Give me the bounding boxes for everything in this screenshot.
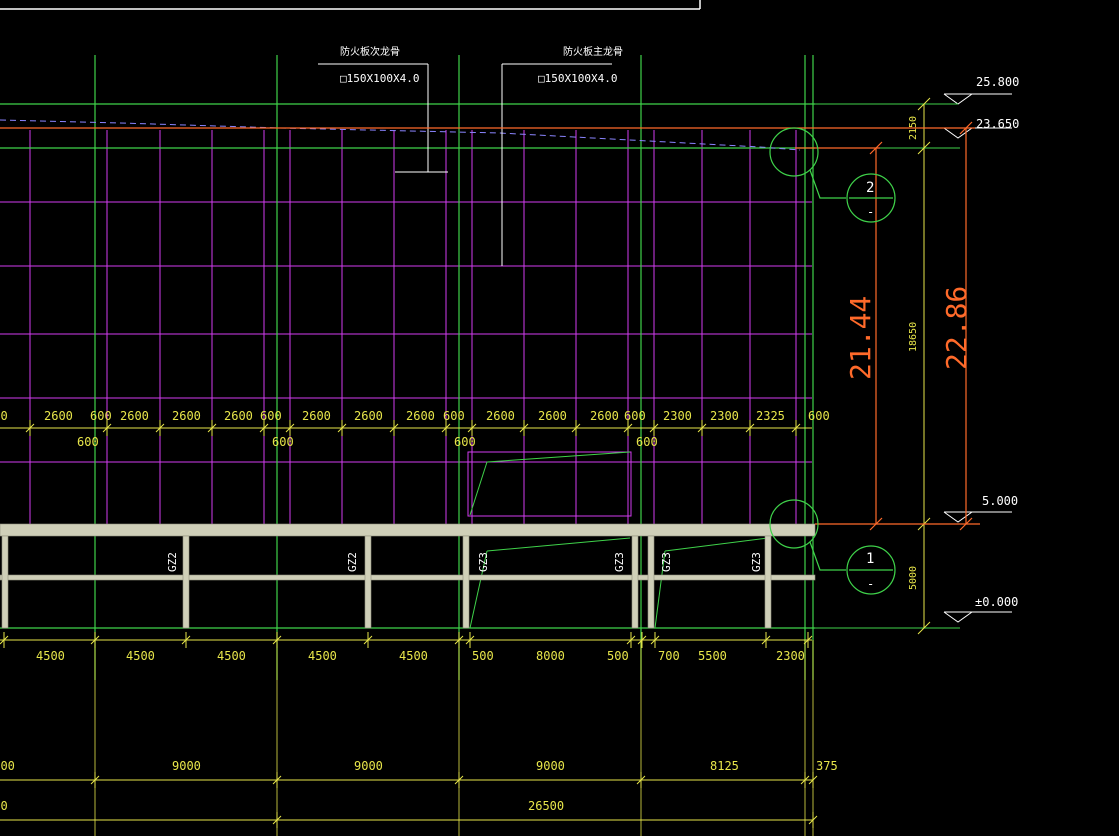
detail-number-2: 2 <box>866 180 874 196</box>
detail-sub-1: - <box>867 577 874 591</box>
column-tags: GZ2 GZ2 GZ3 GZ3 GZ3 GZ3 <box>166 552 763 572</box>
axis-grid-lines <box>0 55 815 680</box>
base-steel-frame <box>0 523 816 629</box>
dimension-label: 4500 <box>36 649 65 663</box>
panel-dim-chain: 600 2600 600 2600 2600 2600 600 2600 2600 2600 600… <box>0 409 830 436</box>
dimension-label: 500 <box>607 649 629 663</box>
dimension-label: 600 <box>90 409 112 423</box>
bay-dim-chain: 9000 9000 9000 9000 8125 375 <box>0 759 838 788</box>
dimension-label: 2300 <box>710 409 739 423</box>
dimension-label: 4500 <box>126 649 155 663</box>
dimension-label: 5500 <box>698 649 727 663</box>
total-dim-chain: 26500 000 <box>0 799 818 828</box>
dimension-label: 375 <box>816 759 838 773</box>
dimension-label: 600 <box>77 435 99 449</box>
dimension-label: 2600 <box>224 409 253 423</box>
dimension-label: 600 <box>636 435 658 449</box>
dimension-label: 2300 <box>663 409 692 423</box>
dimension-label: 4500 <box>308 649 337 663</box>
dimension-label: 2600 <box>354 409 383 423</box>
dimension-label: 2300 <box>776 649 805 663</box>
top-beam <box>0 523 816 537</box>
column-tag: GZ3 <box>750 552 763 572</box>
dimension-label: 4500 <box>399 649 428 663</box>
column-tag: GZ3 <box>613 552 626 572</box>
opening-frame <box>467 451 632 517</box>
panel-dim-lower: 600 600 600 600 <box>77 435 658 449</box>
dimension-label: 600 <box>808 409 830 423</box>
orange-measure <box>0 121 980 531</box>
detail-sub-2: - <box>867 205 874 219</box>
detail-callout-1[interactable] <box>769 499 896 595</box>
dimension-label: 000 <box>0 799 8 813</box>
dimension-chains: 600 2600 600 2600 2600 2600 600 2600 2600 2600 600… <box>0 409 838 836</box>
elevation-markers <box>943 93 1012 623</box>
dimension-label: 600 <box>454 435 476 449</box>
elevation-top: 25.800 <box>976 75 1019 89</box>
dimension-label: 2600 <box>406 409 435 423</box>
dim-bottom-gap: 5000 <box>908 566 919 590</box>
dimension-label: 9000 <box>536 759 565 773</box>
elevation-ground: ±0.000 <box>975 595 1018 609</box>
elevation-middle: 5.000 <box>982 494 1018 508</box>
dimension-label: 600 <box>443 409 465 423</box>
dimension-label: 2600 <box>590 409 619 423</box>
steel-column <box>182 535 190 629</box>
detail-callout-2[interactable] <box>769 127 896 223</box>
dimension-label: 8000 <box>536 649 565 663</box>
fireproof-panel-grid <box>0 130 812 524</box>
column-tag: GZ2 <box>166 552 179 572</box>
brace-lines <box>469 451 769 629</box>
steel-column <box>462 535 470 629</box>
dimension-label: 600 <box>272 435 294 449</box>
steel-column <box>1 535 9 629</box>
elevation-extension-lines <box>815 103 960 629</box>
main-keel-spec: □150X100X4.0 <box>538 72 617 85</box>
callout-leaders <box>318 63 612 266</box>
dimension-label: 2600 <box>538 409 567 423</box>
dimension-label: 2325 <box>756 409 785 423</box>
dimension-label: 2600 <box>44 409 73 423</box>
base-dim-chain: 4500 4500 4500 4500 4500 500 8000 500 700 5500 230… <box>0 632 813 663</box>
dim-extension-lines <box>94 640 814 836</box>
dimension-label: 600 <box>260 409 282 423</box>
steel-column <box>631 535 639 629</box>
roof-dashed-line <box>0 119 801 151</box>
detail-number-1: 1 <box>866 551 874 567</box>
dimension-label: 2600 <box>486 409 515 423</box>
steel-column <box>764 535 772 629</box>
viewport-frame <box>0 0 701 10</box>
dimension-label: 600 <box>624 409 646 423</box>
dimension-label: 2600 <box>120 409 149 423</box>
dimension-label: 9000 <box>0 759 15 773</box>
dimension-label: 26500 <box>528 799 564 813</box>
orange-dim-inner: 21.44 <box>844 296 877 380</box>
steel-column <box>364 535 372 629</box>
dimension-label: 2600 <box>302 409 331 423</box>
secondary-keel-spec: □150X100X4.0 <box>340 72 419 85</box>
dimension-label: 4500 <box>217 649 246 663</box>
dimension-label: 8125 <box>710 759 739 773</box>
dimension-label: 600 <box>0 409 8 423</box>
dimension-label: 2600 <box>172 409 201 423</box>
orange-dim-outer: 22.86 <box>940 286 973 370</box>
column-tag: GZ3 <box>660 552 673 572</box>
dimension-label: 9000 <box>354 759 383 773</box>
dim-main-span: 18650 <box>908 322 919 352</box>
dimension-label: 500 <box>472 649 494 663</box>
dimension-label: 700 <box>658 649 680 663</box>
elevation-upper: 23.650 <box>976 117 1019 131</box>
column-tag: GZ3 <box>477 552 490 572</box>
mid-beam <box>0 574 816 581</box>
main-keel-title: 防火板主龙骨 <box>563 45 623 58</box>
dimension-label: 9000 <box>172 759 201 773</box>
steel-column <box>647 535 655 629</box>
secondary-keel-title: 防火板次龙骨 <box>340 45 400 58</box>
column-tag: GZ2 <box>346 552 359 572</box>
right-vertical-dimension <box>917 97 931 635</box>
